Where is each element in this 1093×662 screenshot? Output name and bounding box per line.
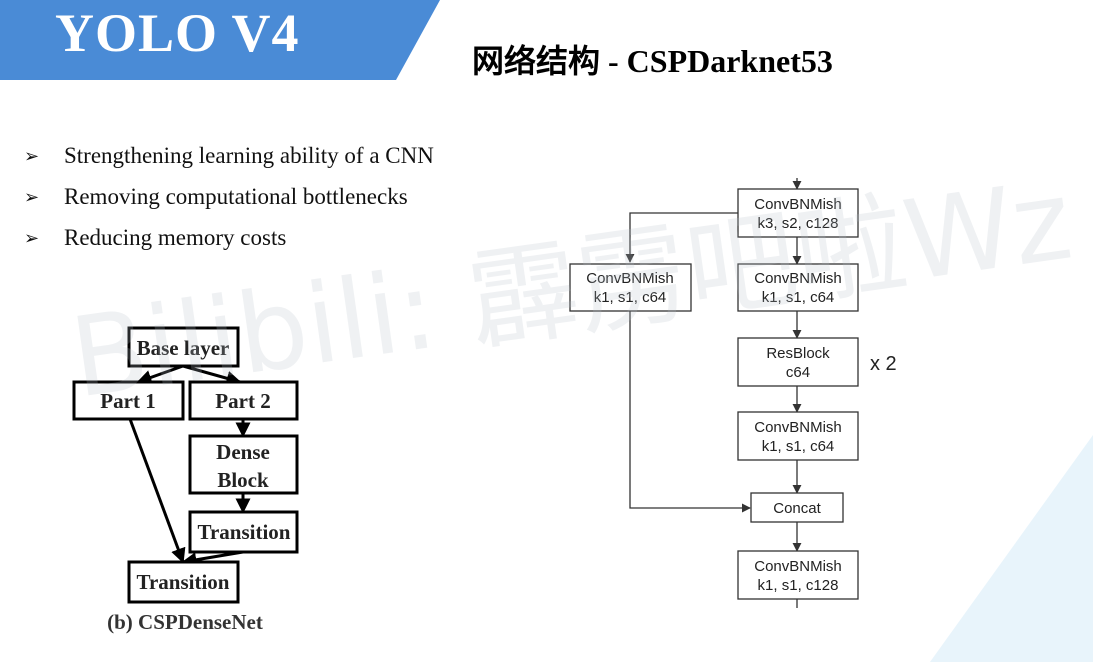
dense-block-label-line1: Dense [216,440,270,464]
conv-after-res-box [737,411,859,461]
concat-box [750,492,844,523]
conv-top-box [737,188,859,238]
edge-base-to-part1 [136,364,184,385]
concat-label: Concat [773,500,821,517]
resblock-box [737,337,859,387]
edge-base-to-part2 [182,364,242,386]
edge-transition-to-final [181,550,244,568]
conv-right-label-line1: ConvBNMish [754,270,842,287]
bullet-text: Reducing memory costs [64,225,287,250]
base-layer-box [127,326,240,368]
conv-left-box [569,263,692,312]
conv-left-label-line1: ConvBNMish [586,270,674,287]
base-layer-label: Base layer [137,336,230,360]
conv-top-label-line2: k3, s2, c128 [758,215,839,232]
csp-densenet-caption: (b) CSPDenseNet [107,610,263,634]
edge-part1-to-final [128,418,186,564]
transition2-box [127,560,240,604]
conv-after-res-label-line2: k1, s1, c64 [762,438,835,455]
part1-box [72,380,185,421]
edge-left-to-concat [629,311,751,513]
transition1-box [188,510,299,554]
resblock-label-line2: c64 [786,364,810,381]
conv-bottom-label-line1: ConvBNMish [754,558,842,575]
conv-left-label-line2: k1, s1, c64 [594,289,667,306]
conv-bottom-box [737,550,859,600]
arrow-bullet-icon: ➢ [24,187,40,207]
dense-block-label-line2: Block [217,468,269,492]
conv-right-box [737,263,859,312]
transition2-label: Transition [137,570,230,594]
bullet-text: Removing computational bottlenecks [64,184,408,209]
arrow-bullet-icon: ➢ [24,146,40,166]
bullet-item: ➢ Reducing memory costs [24,225,434,266]
repeat-label: x 2 [870,353,897,375]
edge-top-to-left [625,212,738,263]
csp-densenet-diagram: Base layer Part 1 Part 2 Dense Block Tra… [72,326,299,634]
conv-right-label-line2: k1, s1, c64 [762,289,835,306]
title-banner [0,0,440,80]
bullet-item: ➢ Removing computational bottlenecks [24,184,434,225]
conv-after-res-label-line1: ConvBNMish [754,419,842,436]
bullet-list: ➢ Strengthening learning ability of a CNN… [24,143,434,266]
part2-box [188,380,299,421]
csp-darknet-diagram: ConvBNMish k3, s2, c128 ConvBNMish k1, s… [569,178,897,608]
transition1-label: Transition [198,520,291,544]
slide-subtitle: 网络结构 - CSPDarknet53 [472,43,833,79]
dense-block-box [188,434,299,495]
part2-label: Part 2 [215,389,270,413]
part1-label: Part 1 [100,389,155,413]
bullet-text: Strengthening learning ability of a CNN [64,143,434,168]
bullet-item: ➢ Strengthening learning ability of a CNN [24,143,434,184]
arrow-bullet-icon: ➢ [24,228,40,248]
conv-top-label-line1: ConvBNMish [754,196,842,213]
resblock-label-line1: ResBlock [766,345,830,362]
conv-bottom-label-line2: k1, s1, c128 [758,577,839,594]
slide-title: YOLO V4 [55,3,300,63]
